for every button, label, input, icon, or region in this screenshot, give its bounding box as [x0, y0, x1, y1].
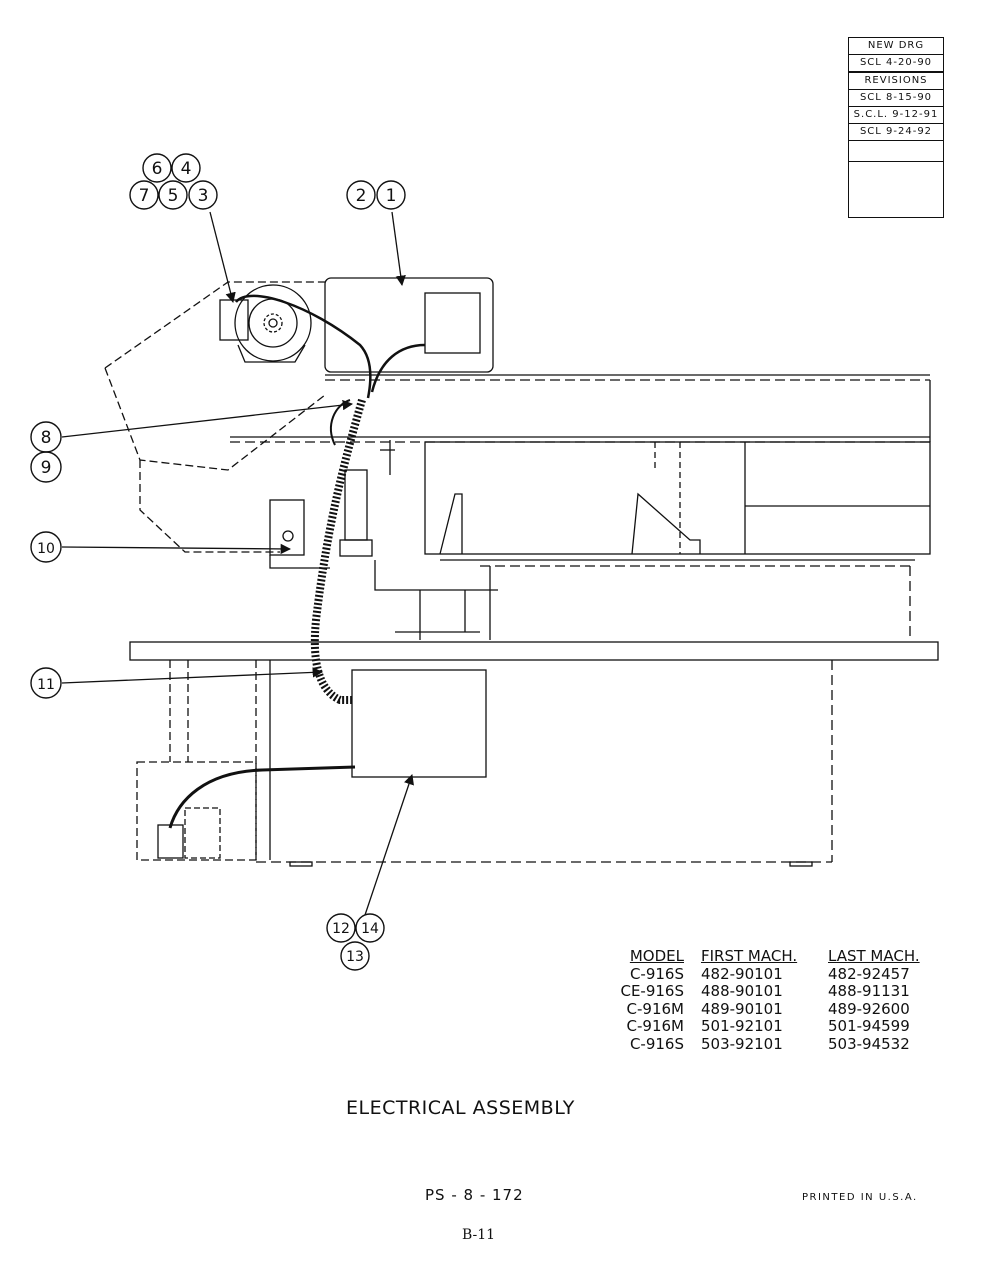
callout-6: 6 — [152, 159, 163, 179]
model-cell: C-916M — [626, 1017, 684, 1035]
last-mach-header: LAST MACH. — [828, 947, 920, 965]
callout-4: 4 — [181, 159, 192, 179]
model-column: MODEL C-916S CE-916S C-916M C-916M C-916… — [600, 947, 684, 1053]
control-box — [324, 277, 494, 373]
first-mach-column: FIRST MACH. 482-90101 488-90101 489-9010… — [701, 947, 798, 1053]
last-mach-cell: 482-92457 — [828, 964, 910, 983]
hydraulic-cylinder — [344, 469, 368, 541]
page-reference: B-11 — [462, 1227, 496, 1243]
leader-1 — [391, 211, 406, 287]
first-mach-cell: 482-90101 — [701, 964, 783, 983]
vise-jaw-right — [631, 492, 701, 555]
page-code: PS - 8 - 172 — [425, 1186, 524, 1204]
last-mach-cell: 501-94599 — [828, 1017, 910, 1035]
motor-cable — [235, 294, 372, 399]
model-header: MODEL — [629, 947, 684, 965]
model-cell: C-916S — [629, 964, 684, 983]
callout-3: 3 — [198, 186, 209, 206]
revision-block: NEW DRG SCL 4-20-90 REVISIONS SCL 8-15-9… — [848, 37, 944, 218]
first-mach-header: FIRST MACH. — [701, 947, 798, 965]
callout-13: 13 — [346, 949, 364, 965]
revisions-label: REVISIONS — [849, 73, 943, 90]
callout-7: 7 — [139, 186, 150, 206]
motor-pulley — [234, 284, 312, 362]
callout-14: 14 — [361, 921, 379, 937]
machine-table — [129, 641, 939, 661]
callout-9: 9 — [41, 458, 52, 478]
printed-notice: PRINTED IN U.S.A. — [802, 1192, 918, 1203]
control-panel-window — [424, 292, 481, 354]
leader-10 — [61, 543, 292, 555]
new-drg-label: NEW DRG — [849, 38, 943, 55]
model-cell: CE-916S — [620, 982, 684, 1000]
model-cell: C-916S — [629, 1034, 684, 1053]
callout-2: 2 — [356, 186, 367, 206]
callout-5: 5 — [168, 186, 179, 206]
electrical-box — [351, 669, 487, 778]
revision-entry: SCL 9-24-92 — [849, 124, 943, 141]
revision-blank-row — [849, 141, 943, 162]
motor-junction-box — [219, 299, 249, 341]
last-mach-cell: 488-91131 — [828, 982, 910, 1000]
vise-frame — [424, 441, 931, 555]
coolant-tank — [136, 761, 257, 861]
power-cable — [168, 765, 356, 829]
leader-3 — [209, 211, 236, 304]
revision-entry: S.C.L. 9-12-91 — [849, 107, 943, 124]
revision-blank-row — [849, 162, 943, 217]
first-mach-cell: 501-92101 — [701, 1017, 783, 1035]
last-mach-cell: 489-92600 — [828, 999, 910, 1018]
callout-10: 10 — [37, 541, 55, 557]
callout-12: 12 — [332, 921, 350, 937]
first-mach-cell: 488-90101 — [701, 982, 783, 1000]
last-mach-cell: 503-94532 — [828, 1034, 910, 1053]
model-cell: C-916M — [626, 999, 684, 1018]
callout-8: 8 — [41, 428, 52, 448]
new-drg-date: SCL 4-20-90 — [849, 55, 943, 73]
first-mach-cell: 489-90101 — [701, 999, 783, 1018]
callout-1: 1 — [386, 186, 397, 206]
pivot-bracket — [269, 499, 305, 556]
last-mach-column: LAST MACH. 482-92457 488-91131 489-92600… — [828, 947, 920, 1053]
first-mach-cell: 503-92101 — [701, 1034, 783, 1053]
control-cable — [370, 343, 426, 393]
drawing-title: ELECTRICAL ASSEMBLY — [346, 1097, 575, 1119]
leader-12 — [364, 774, 414, 916]
callout-balloons — [30, 153, 406, 971]
callout-11: 11 — [37, 677, 55, 693]
conduit — [310, 398, 366, 704]
leader-8 — [61, 399, 354, 438]
vise-jaw-left — [439, 493, 463, 555]
revision-entry: SCL 8-15-90 — [849, 90, 943, 107]
leader-11 — [61, 667, 324, 684]
